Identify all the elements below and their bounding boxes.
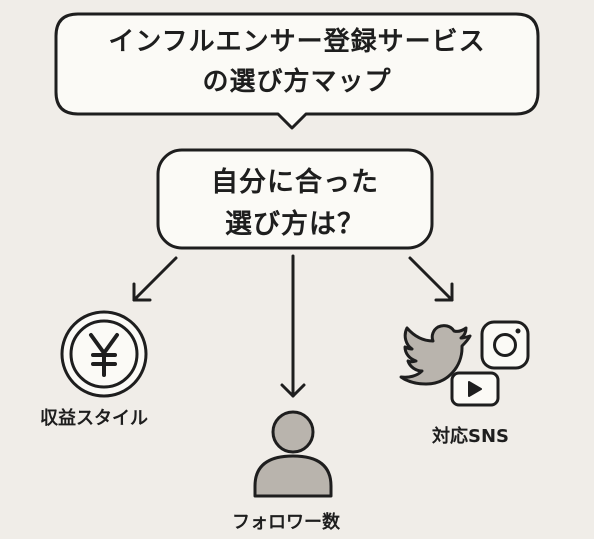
question-text: 自分に合った 選び方は？	[160, 162, 430, 246]
question-line-1: 自分に合った	[211, 167, 379, 198]
question-line-2: 選び方は？	[225, 209, 365, 240]
title-line-1: インフルエンサー登録サービス	[108, 27, 486, 57]
youtube-icon	[450, 371, 500, 407]
revenue-style-label: 収益スタイル	[40, 408, 148, 429]
arrow-right	[408, 256, 454, 302]
arrow-center	[280, 254, 306, 398]
diagram-title: インフルエンサー登録サービス の選び方マップ	[58, 22, 536, 102]
follower-count-label: フォロワー数	[232, 512, 340, 533]
twitter-bird-icon	[399, 324, 472, 386]
yen-coin-icon	[60, 310, 148, 398]
title-bubble	[54, 12, 540, 130]
supported-sns-label: 対応SNS	[432, 426, 509, 447]
instagram-icon	[480, 320, 530, 370]
person-icon	[253, 410, 333, 498]
question-box	[156, 148, 434, 250]
title-line-2: の選び方マップ	[202, 67, 392, 97]
arrow-left	[132, 256, 178, 302]
